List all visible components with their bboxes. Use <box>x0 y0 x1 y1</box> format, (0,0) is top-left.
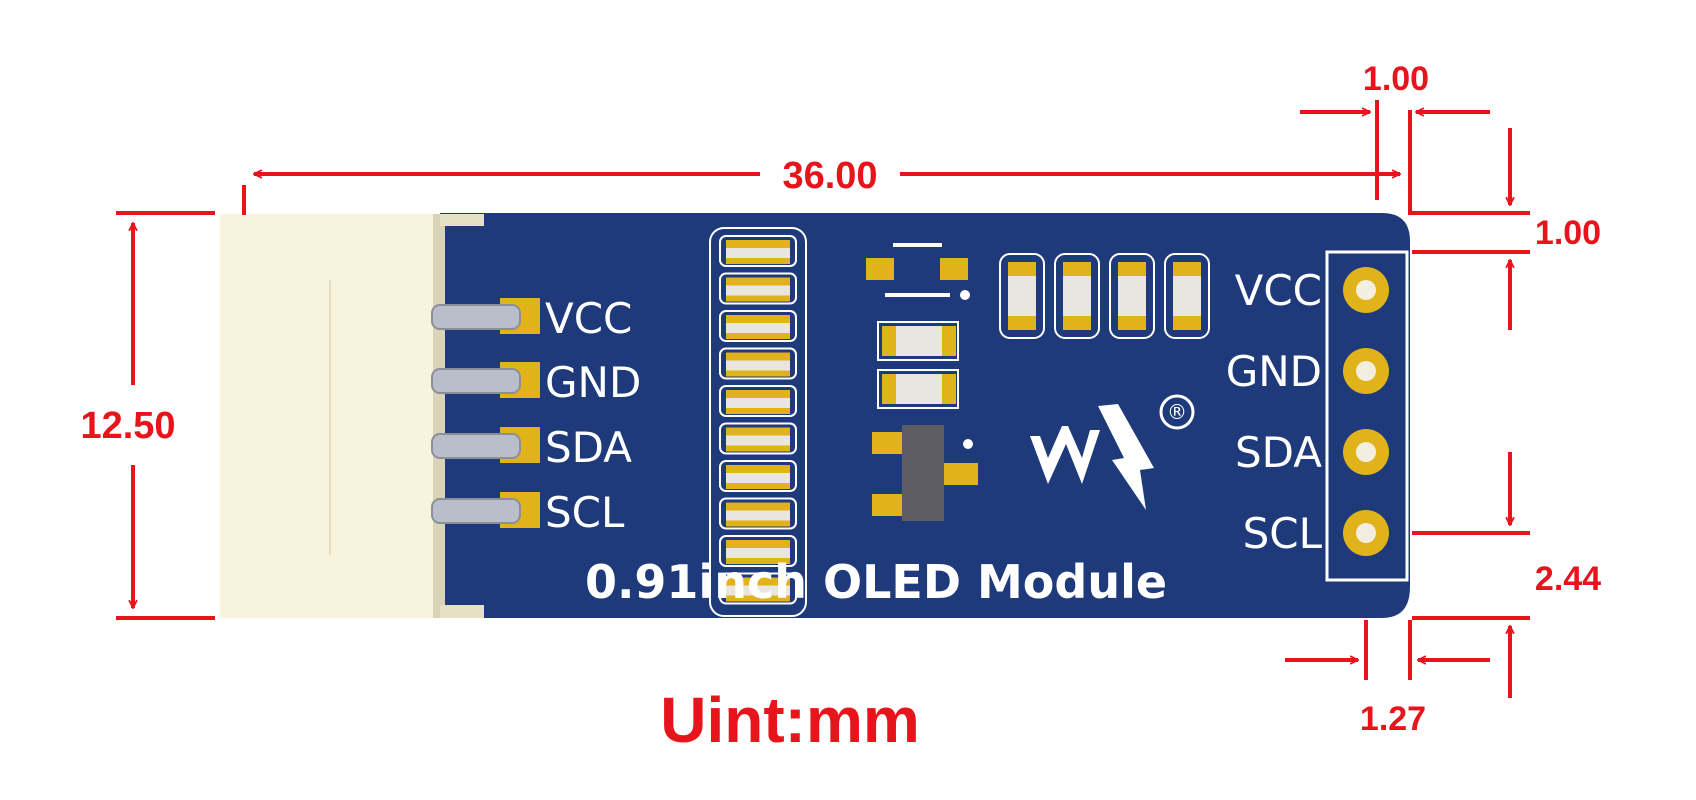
smd-chip <box>719 572 797 605</box>
smd-chip <box>719 235 797 267</box>
pitch-edge-label: 1.27 <box>1360 700 1426 738</box>
dimension-pin-offset-top <box>1300 100 1490 200</box>
offset-top-label: 1.00 <box>1363 60 1429 98</box>
smd-chip <box>719 460 797 492</box>
dimension-labels: 36.00 12.50 1.00 1.00 2.44 1.27 <box>80 60 1601 738</box>
connector-pins <box>431 298 540 528</box>
left-pin-label: VCC <box>545 294 632 343</box>
smd-resistor <box>877 369 959 409</box>
dimension-pin-offset-right <box>1412 128 1530 330</box>
right-pin-label: SDA <box>1235 428 1322 477</box>
dimension-lines <box>116 100 1530 698</box>
smd-chip <box>719 385 797 417</box>
capacitor <box>1109 253 1155 339</box>
smd-chip <box>719 535 797 567</box>
header-pin <box>1343 267 1389 313</box>
board-title: 0.91inch OLED Module <box>585 555 1167 609</box>
component-cluster <box>866 243 978 521</box>
dimension-pin-offset-bottom <box>1412 452 1530 698</box>
header-pin <box>1343 348 1389 394</box>
transistor <box>872 425 978 521</box>
capacitor-row <box>999 253 1210 339</box>
unit-label: Uint:mm <box>660 684 920 756</box>
dimension-pin-pitch-edge <box>1285 620 1490 680</box>
offset-bottom-label: 2.44 <box>1535 560 1601 598</box>
left-pin-label: GND <box>545 358 641 407</box>
smd-chip <box>719 272 797 305</box>
capacitor <box>1164 253 1210 339</box>
dimension-height <box>116 211 215 620</box>
smd-chip <box>719 497 797 530</box>
smd-resistor <box>877 321 959 361</box>
registered-mark: ® <box>1167 400 1187 424</box>
length-label: 36.00 <box>782 155 877 197</box>
right-pin-label: SCL <box>1243 509 1323 558</box>
connector-pin <box>431 298 540 334</box>
smd-chip <box>719 347 797 380</box>
smd-chip <box>719 310 797 342</box>
offset-right-label: 1.00 <box>1535 214 1601 252</box>
connector-pin <box>431 492 540 528</box>
smd-chip <box>719 422 797 455</box>
height-label: 12.50 <box>80 405 175 447</box>
smd-component-column <box>709 227 807 617</box>
left-pin-label: SDA <box>545 423 632 472</box>
connector-pin <box>431 427 540 463</box>
right-pin-label: GND <box>1226 347 1322 396</box>
left-pin-label: SCL <box>545 488 625 537</box>
pin-header <box>1325 250 1409 582</box>
capacitor <box>999 253 1045 339</box>
right-pin-label: VCC <box>1235 266 1322 315</box>
capacitor <box>1054 253 1100 339</box>
left-pin-labels: VCC GND SDA SCL <box>545 294 641 537</box>
pcb-board <box>440 213 1410 618</box>
dimension-length <box>242 110 1412 215</box>
connector-housing <box>220 214 484 618</box>
right-pin-labels: VCC GND SDA SCL <box>1226 266 1323 558</box>
connector-pin <box>431 362 540 398</box>
header-pin <box>1343 429 1389 475</box>
waveshare-logo: ® <box>1030 394 1195 510</box>
header-pin <box>1343 510 1389 556</box>
